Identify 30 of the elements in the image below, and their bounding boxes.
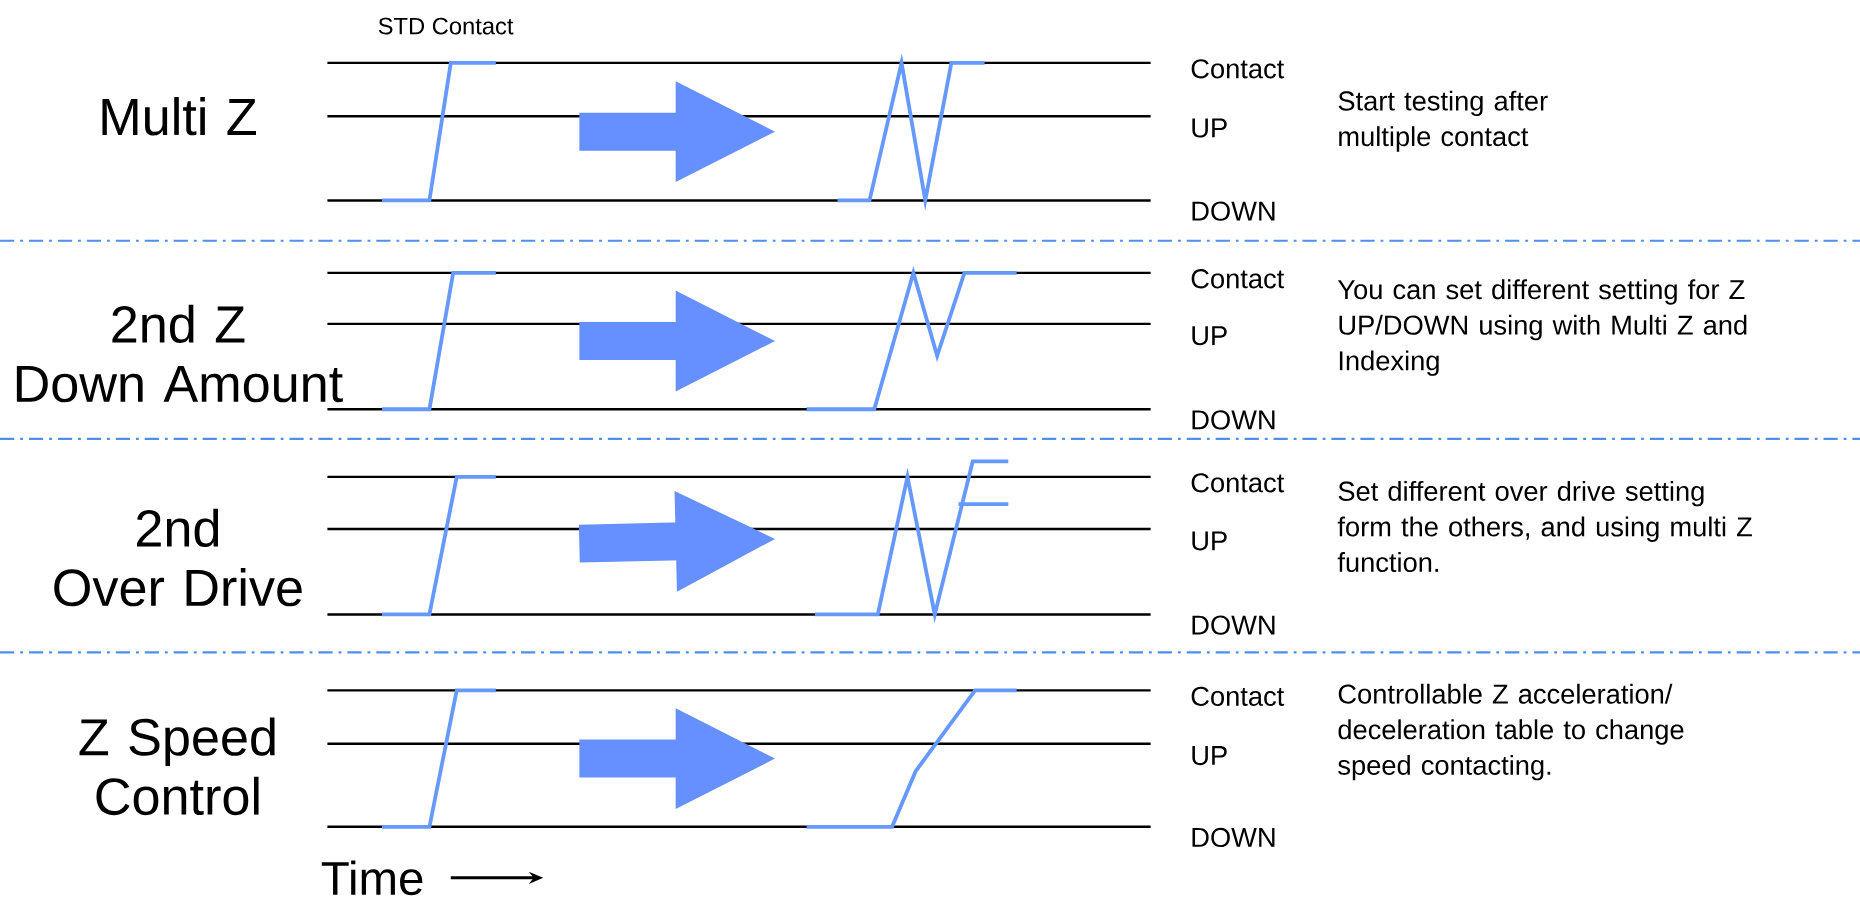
level-label: UP — [1192, 118, 1227, 138]
waveform-drawing — [382, 474, 496, 617]
waveform-drawing — [382, 270, 496, 412]
description-text: Start testing after multiple contact — [1338, 90, 1548, 152]
waveform-drawing — [806, 688, 1017, 829]
level-label: DOWN — [1192, 827, 1275, 848]
waveform-drawing — [806, 265, 1017, 412]
waveform-drawing — [837, 53, 985, 212]
row-title: 2nd Over Drive — [54, 508, 302, 607]
waveform-drawing — [382, 688, 496, 829]
row-title: 2nd Z Down Amount — [16, 304, 343, 403]
description-text: Set different over drive setting form the others, and using multi Z function. — [1337, 480, 1752, 573]
waveform-drawing — [813, 459, 1011, 624]
description-text: Controllable Z acceleration/ deceleration table to change speed contacting. — [1338, 683, 1684, 781]
level-label: DOWN — [1192, 201, 1275, 221]
level-label: Contact — [1191, 473, 1285, 493]
level-label: Contact — [1191, 59, 1285, 79]
axis-label: Time — [321, 860, 423, 896]
row-title: Multi Z — [102, 97, 256, 136]
waveform-drawing — [382, 60, 496, 203]
level-label: UP — [1192, 531, 1227, 551]
level-label: UP — [1192, 326, 1227, 346]
axis-label: STD Contact — [378, 17, 514, 35]
level-label: DOWN — [1192, 410, 1275, 430]
description-text: You can set different setting for Z UP/DOWN using with Multi Z and Indexing — [1337, 279, 1747, 376]
level-label: Contact — [1191, 269, 1285, 289]
level-label: Contact — [1191, 686, 1285, 706]
level-label: DOWN — [1192, 615, 1275, 635]
row-title: Z Speed Control — [79, 717, 275, 816]
level-label: UP — [1192, 746, 1227, 766]
